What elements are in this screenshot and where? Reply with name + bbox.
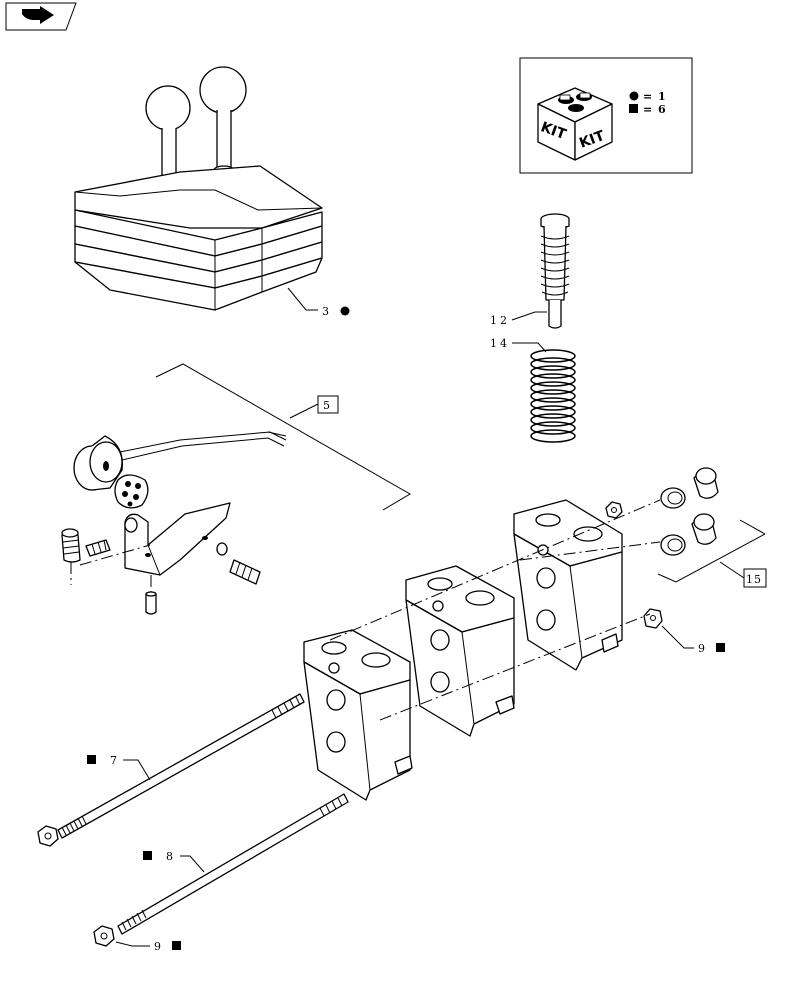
circle-symbol: [629, 91, 639, 101]
square-marker-7: [87, 755, 96, 764]
next-page-icon[interactable]: [5, 2, 77, 31]
circle-equals: = 1: [643, 90, 667, 103]
valve-section-middle: [405, 565, 515, 737]
sensor-assembly: [61, 431, 287, 615]
plunger-12: [511, 213, 570, 329]
square-equals: = 6: [643, 103, 667, 116]
callout-15: 15: [746, 573, 762, 586]
square-marker-9-right: [716, 643, 725, 652]
nut-top: [605, 501, 623, 519]
circle-marker-3: [340, 306, 350, 316]
spring-14: [512, 342, 576, 443]
assembly-centerlines: [329, 499, 661, 721]
kit-legend: KIT KIT = 1 = 6: [519, 57, 693, 174]
square-marker-8: [143, 851, 152, 860]
callout-9-right: 9: [698, 642, 708, 655]
valve-section-front: [303, 629, 413, 801]
callout-3: 3: [322, 305, 332, 318]
callout-12: 12: [490, 314, 510, 327]
seal-washers: [660, 467, 719, 556]
square-marker-9-bottom: [172, 941, 181, 950]
kit-bracket-15: [657, 519, 767, 588]
callout-14: 14: [490, 337, 510, 350]
kit-box-icon: KIT KIT: [537, 87, 613, 161]
nut-9-right: [643, 608, 694, 649]
valve-section-back: [513, 499, 623, 671]
callout-5: 5: [323, 399, 330, 412]
square-symbol: [629, 104, 638, 113]
callout-8: 8: [166, 850, 176, 863]
kit-bracket-5: [155, 363, 411, 511]
control-lever-assembly: [74, 66, 323, 311]
callout-7: 7: [110, 754, 120, 767]
tie-rod-7: [37, 693, 305, 847]
tie-rod-8: [93, 793, 349, 947]
callout-9-bottom: 9: [154, 940, 164, 953]
